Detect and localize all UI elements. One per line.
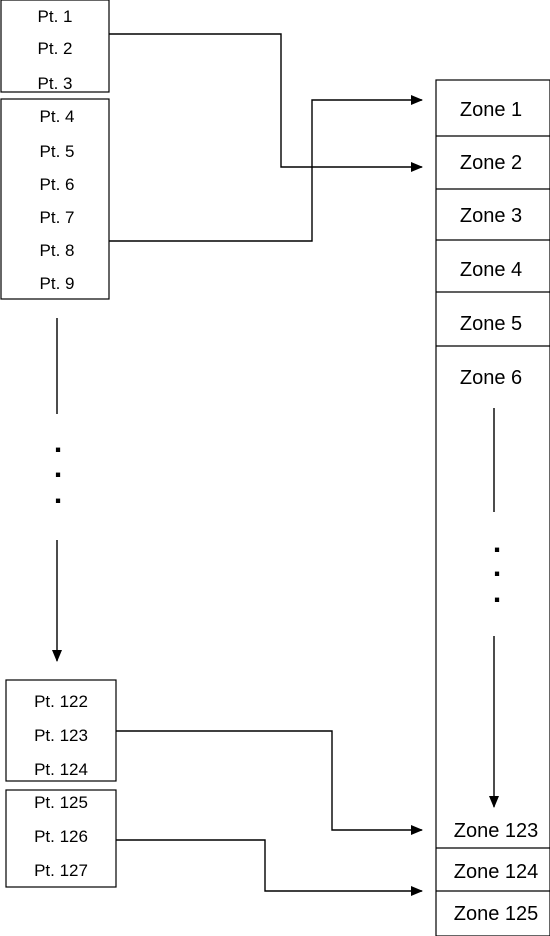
connector-pt126-zone125 bbox=[116, 839, 423, 896]
point-group: Pt. 4 Pt. 5 Pt. 6 Pt. 7 Pt. 8 Pt. 9 bbox=[0, 98, 110, 300]
zone-ellipsis-dot: . bbox=[493, 576, 501, 609]
point-group: Pt. 1 Pt. 2 Pt. 3 bbox=[0, 0, 110, 93]
point-group: Pt. 122 Pt. 123 Pt. 124 bbox=[5, 679, 117, 782]
point-label: Pt. 127 bbox=[34, 861, 88, 880]
point-group: Pt. 125 Pt. 126 Pt. 127 bbox=[5, 789, 117, 888]
point-label: Pt. 126 bbox=[34, 827, 88, 846]
point-label: Pt. 5 bbox=[40, 142, 75, 161]
zone-label: Zone 4 bbox=[460, 259, 522, 281]
point-ellipsis-dot: . bbox=[54, 451, 62, 484]
zone-column: Zone 1 Zone 2 Zone 3 Zone 4 Zone 5 Zone … bbox=[435, 79, 550, 936]
zone-label: Zone 123 bbox=[454, 820, 539, 842]
point-group-box bbox=[0, 0, 110, 93]
connector-pt123-zone123 bbox=[116, 730, 423, 835]
point-label: Pt. 122 bbox=[34, 692, 88, 711]
point-label: Pt. 6 bbox=[40, 175, 75, 194]
zone-label: Zone 2 bbox=[460, 152, 522, 174]
point-label: Pt. 3 bbox=[38, 74, 73, 93]
zone-label: Zone 124 bbox=[454, 861, 539, 883]
point-label: Pt. 4 bbox=[40, 107, 75, 126]
zone-ellipsis-dot: . bbox=[493, 526, 501, 559]
zone-ellipsis-dot: . bbox=[493, 550, 501, 583]
point-label: Pt. 8 bbox=[40, 241, 75, 260]
point-ellipsis-dot: . bbox=[54, 426, 62, 459]
point-label: Pt. 9 bbox=[40, 274, 75, 293]
point-label: Pt. 123 bbox=[34, 726, 88, 745]
point-group-box bbox=[5, 789, 117, 888]
zone-label: Zone 125 bbox=[454, 903, 539, 925]
connector-pt8-zone1 bbox=[109, 95, 423, 242]
point-label: Pt. 124 bbox=[34, 760, 88, 779]
point-continuation: . . . bbox=[52, 318, 62, 662]
zone-label: Zone 5 bbox=[460, 313, 522, 335]
connector-pt2-zone2 bbox=[109, 33, 423, 172]
zone-column-frame bbox=[435, 79, 550, 936]
point-group-box bbox=[0, 98, 110, 300]
point-group-box bbox=[5, 679, 117, 782]
point-ellipsis-dot: . bbox=[54, 477, 62, 510]
zone-label: Zone 3 bbox=[460, 205, 522, 227]
point-label: Pt. 125 bbox=[34, 793, 88, 812]
zone-label: Zone 6 bbox=[460, 367, 522, 389]
point-label: Pt. 1 bbox=[38, 7, 73, 26]
zone-label: Zone 1 bbox=[460, 99, 522, 121]
point-label: Pt. 7 bbox=[40, 208, 75, 227]
point-label: Pt. 2 bbox=[38, 39, 73, 58]
